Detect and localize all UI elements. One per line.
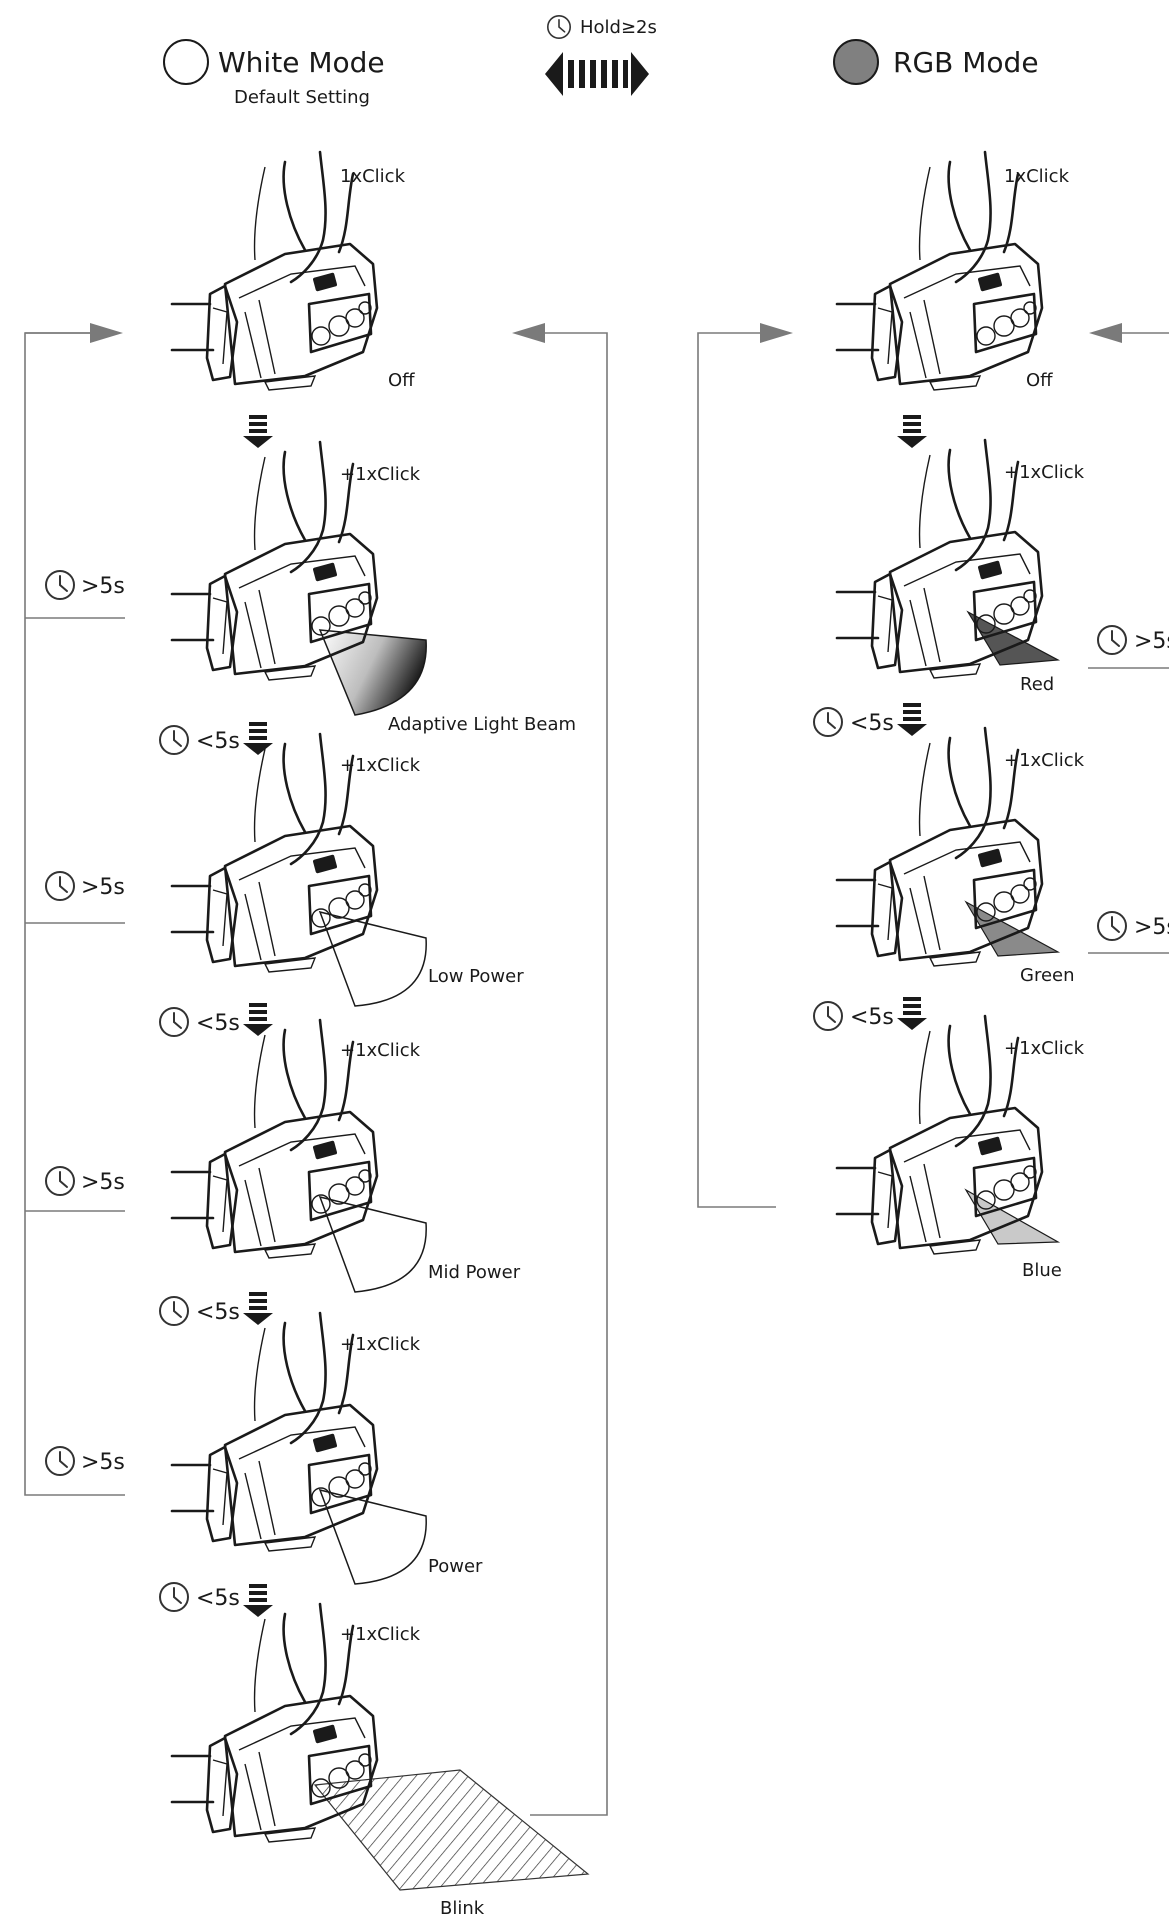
- headlamp-icon[interactable]: [835, 150, 1044, 392]
- rgb-loop-lines: [697, 323, 1169, 1208]
- clock-icon: [1097, 911, 1127, 941]
- clock-icon: [45, 1166, 75, 1196]
- clock-icon: [45, 1446, 75, 1476]
- down-arrow-icon: [897, 997, 927, 1030]
- blink-beam: [313, 1769, 590, 1891]
- white-mode-0: Off: [388, 370, 415, 391]
- rgb-mode-3: Blue: [1022, 1260, 1062, 1281]
- blue-beam: [964, 1188, 1061, 1245]
- white-loop-lines: [24, 323, 608, 1816]
- down-arrow-icon: [897, 703, 927, 736]
- rgb-mode-2: Green: [1020, 965, 1075, 986]
- down-arrow-icon: [243, 415, 273, 448]
- headlamp-icon[interactable]: [170, 150, 379, 392]
- rgb-long-timer-2: >5s: [1134, 915, 1169, 940]
- low-power-beam: [318, 910, 427, 1007]
- down-arrow-icon: [243, 1584, 273, 1617]
- white-mode-3: Mid Power: [428, 1262, 521, 1283]
- clock-icon: [159, 725, 189, 755]
- down-arrow-icon: [243, 722, 273, 755]
- white-click-0: 1xClick: [340, 166, 406, 187]
- white-long-timer-2: >5s: [81, 875, 125, 900]
- white-click-5: +1xClick: [340, 1624, 421, 1645]
- rgb-long-timer-1: >5s: [1134, 629, 1169, 654]
- white-timer-1: <5s: [196, 729, 240, 754]
- white-click-2: +1xClick: [340, 755, 421, 776]
- down-arrow-icon: [897, 415, 927, 448]
- white-click-4: +1xClick: [340, 1334, 421, 1355]
- rgb-mode-title: RGB Mode: [893, 46, 1039, 79]
- green-beam: [964, 900, 1061, 957]
- rgb-mode-0: Off: [1026, 370, 1053, 391]
- rgb-click-1: +1xClick: [1004, 462, 1085, 483]
- rgb-timer-1: <5s: [850, 711, 894, 736]
- white-mode-5: Blink: [440, 1898, 485, 1919]
- rgb-click-0: 1xClick: [1004, 166, 1070, 187]
- white-timer-4: <5s: [196, 1586, 240, 1611]
- white-click-1: +1xClick: [340, 464, 421, 485]
- white-long-timer-1: >5s: [81, 574, 125, 599]
- clock-icon: [45, 570, 75, 600]
- clock-icon: [813, 707, 843, 737]
- clock-icon: [813, 1001, 843, 1031]
- clock-icon: [159, 1007, 189, 1037]
- rgb-click-2: +1xClick: [1004, 750, 1085, 771]
- default-setting-label: Default Setting: [234, 87, 370, 108]
- white-click-3: +1xClick: [340, 1040, 421, 1061]
- white-mode-2: Low Power: [428, 966, 524, 987]
- clock-icon: [1097, 625, 1127, 655]
- hold-label: Hold≥2s: [580, 17, 657, 38]
- clock-icon: [45, 871, 75, 901]
- white-mode-1: Adaptive Light Beam: [388, 714, 576, 735]
- rgb-mode-circle-icon: [833, 39, 879, 85]
- double-arrow-icon: [545, 52, 649, 96]
- down-arrow-icon: [243, 1003, 273, 1036]
- rgb-mode-1: Red: [1020, 674, 1054, 695]
- white-mode-title: White Mode: [218, 46, 385, 79]
- white-timer-2: <5s: [196, 1011, 240, 1036]
- white-timer-3: <5s: [196, 1300, 240, 1325]
- clock-icon: [159, 1296, 189, 1326]
- power-beam: [318, 1488, 427, 1585]
- adaptive-beam: [318, 629, 427, 716]
- clock-icon: [159, 1582, 189, 1612]
- down-arrow-icon: [243, 1292, 273, 1325]
- clock-icon: [546, 15, 572, 40]
- rgb-click-3: +1xClick: [1004, 1038, 1085, 1059]
- white-mode-circle-icon: [163, 39, 209, 85]
- white-mode-4: Power: [428, 1556, 483, 1577]
- mid-power-beam: [318, 1195, 427, 1293]
- white-long-timer-3: >5s: [81, 1170, 125, 1195]
- rgb-timer-2: <5s: [850, 1005, 894, 1030]
- white-long-timer-4: >5s: [81, 1450, 125, 1475]
